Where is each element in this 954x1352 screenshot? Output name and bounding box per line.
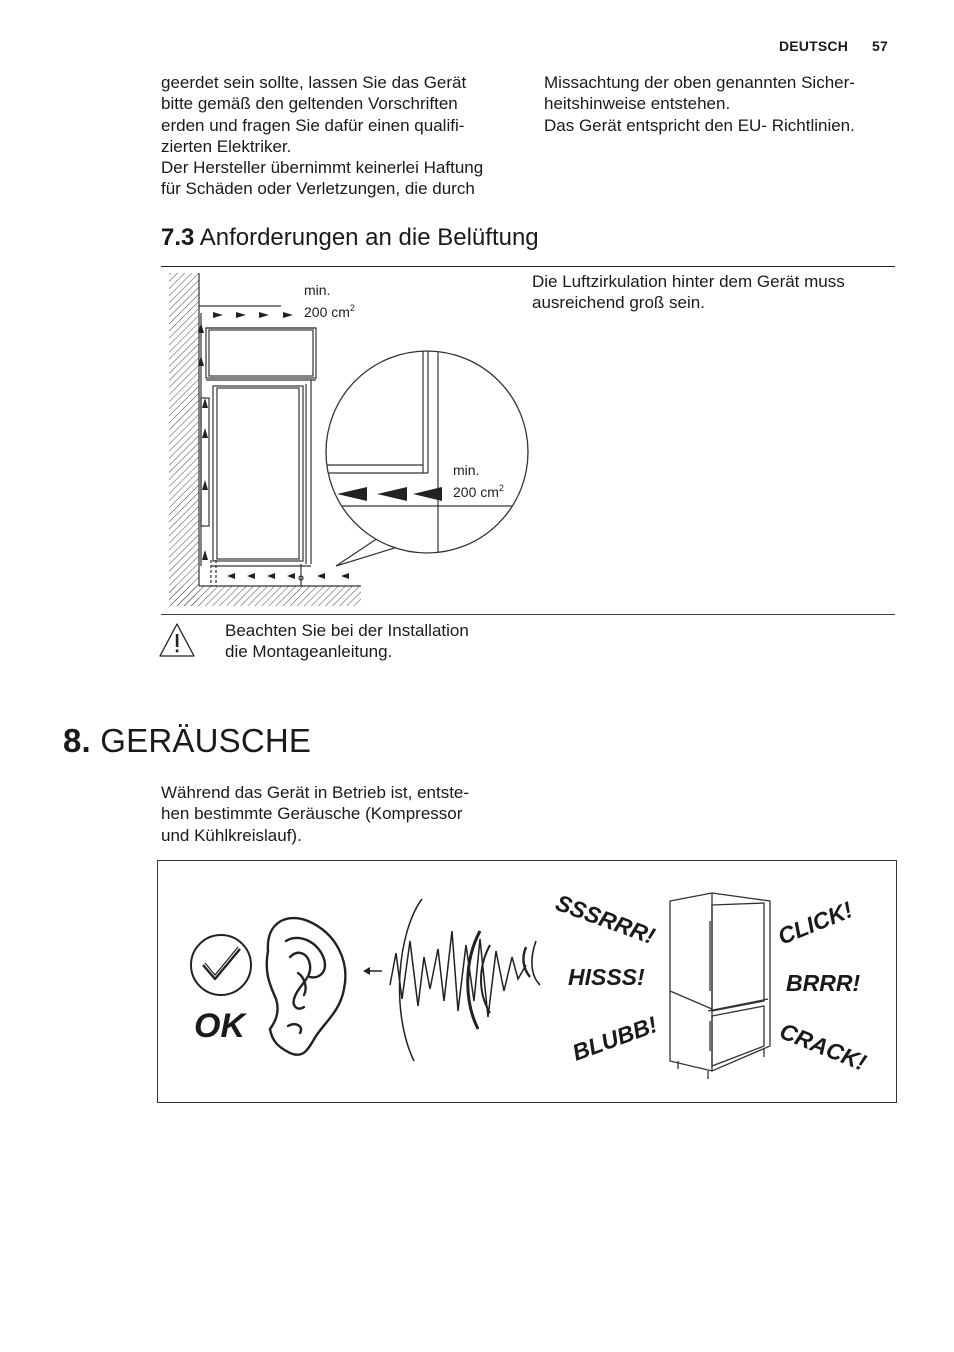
intro-left-column: geerdet sein sollte, lassen Sie das Gerä… (161, 72, 521, 200)
page-number: 57 (872, 38, 888, 54)
ok-label: OK (194, 1007, 247, 1045)
zoom-airflow-arrows (337, 487, 442, 501)
top-label-sup: 2 (350, 303, 355, 313)
warning-text: Beachten Sie bei der Installation die Mo… (225, 620, 515, 663)
airflow-arrows-up (198, 323, 208, 560)
sound-word-click: CLICK! (774, 896, 856, 949)
zoom-label-min: min. (453, 462, 479, 478)
sound-word-sssrrr: SSSRRR! (552, 889, 658, 949)
noise-illustration-svg: OK SSSRRR! HISSS! BLUBB! (190, 889, 870, 1079)
text-line: für Schäden oder Verletzungen, die durch (161, 179, 475, 199)
header-language: DEUTSCH (778, 38, 849, 54)
chapter-title-text: GERÄUSCHE (100, 722, 312, 759)
text-line: erden und fragen Sie dafür einen qualifi… (161, 115, 465, 135)
divider (161, 266, 895, 267)
section-number: 7.3 (161, 224, 195, 251)
text-line: zierten Elektriker. (161, 136, 292, 156)
top-label-area: 200 cm2 (304, 303, 355, 320)
chapter-number: 8. (63, 722, 91, 759)
text-line: die Montageanleitung. (225, 642, 393, 662)
sound-word-hisss: HISSS! (568, 964, 645, 990)
sound-wave-icon (363, 898, 541, 1062)
text-line: Missachtung der oben genannten Sicher- (544, 73, 855, 92)
text-line: heitshinweise entstehen. (544, 94, 731, 114)
zoom-label-area: 200 cm2 (453, 483, 504, 500)
text-line: hen bestimmte Geräusche (Kompressor (161, 804, 463, 824)
fridge-icon (669, 892, 771, 1079)
text-line: Das Gerät entspricht den EU- Richtlinien… (544, 115, 855, 135)
chapter-title: 8. GERÄUSCHE (63, 722, 311, 760)
warning-triangle-icon (159, 623, 195, 657)
cabinet-appliance (199, 305, 317, 586)
page-header: DEUTSCH 57 (779, 38, 888, 54)
noise-illustration: OK SSSRRR! HISSS! BLUBB! (157, 860, 897, 1103)
text-line: ausreichend groß sein. (532, 293, 705, 313)
section-title-text: Anforderungen an die Belüftung (199, 224, 539, 251)
sound-word-crack: CRACK! (776, 1018, 870, 1076)
text-line: und Kühlkreislauf). (161, 825, 302, 845)
sound-word-blubb: BLUBB! (569, 1011, 661, 1066)
wall-hatching (169, 273, 361, 606)
text-line: Beachten Sie bei der Installation (225, 621, 469, 640)
top-label-min: min. (304, 282, 330, 298)
text-line: Der Hersteller übernimmt keinerlei Haftu… (161, 158, 484, 178)
text-line: Die Luftzirkulation hinter dem Gerät mus… (532, 272, 845, 291)
zoom-label-sup: 2 (499, 483, 504, 493)
zoom-callout (325, 350, 529, 567)
text-line: Während das Gerät in Betrieb ist, entste… (161, 783, 470, 802)
text-line: bitte gemäß den geltenden Vorschriften (161, 94, 458, 114)
ear-icon (265, 916, 347, 1056)
airflow-arrows-bottom (227, 573, 349, 579)
checkmark-circle-icon (190, 934, 252, 996)
sound-word-brrr: BRRR! (786, 970, 860, 996)
zoom-label-area-value: 200 cm (453, 484, 499, 500)
ventilation-diagram: min. 200 cm2 min. 200 cm2 (169, 273, 529, 606)
divider (161, 614, 895, 615)
noise-text: Während das Gerät in Betrieb ist, entste… (161, 782, 511, 846)
text-line: geerdet sein sollte, lassen Sie das Gerä… (161, 73, 467, 92)
top-label-area-value: 200 cm (304, 304, 350, 320)
intro-right-column: Missachtung der oben genannten Sicher- h… (544, 72, 904, 136)
section-title: 7.3 Anforderungen an die Belüftung (161, 224, 539, 252)
ventilation-text: Die Luftzirkulation hinter dem Gerät mus… (532, 271, 892, 314)
airflow-arrows-top (213, 312, 293, 318)
